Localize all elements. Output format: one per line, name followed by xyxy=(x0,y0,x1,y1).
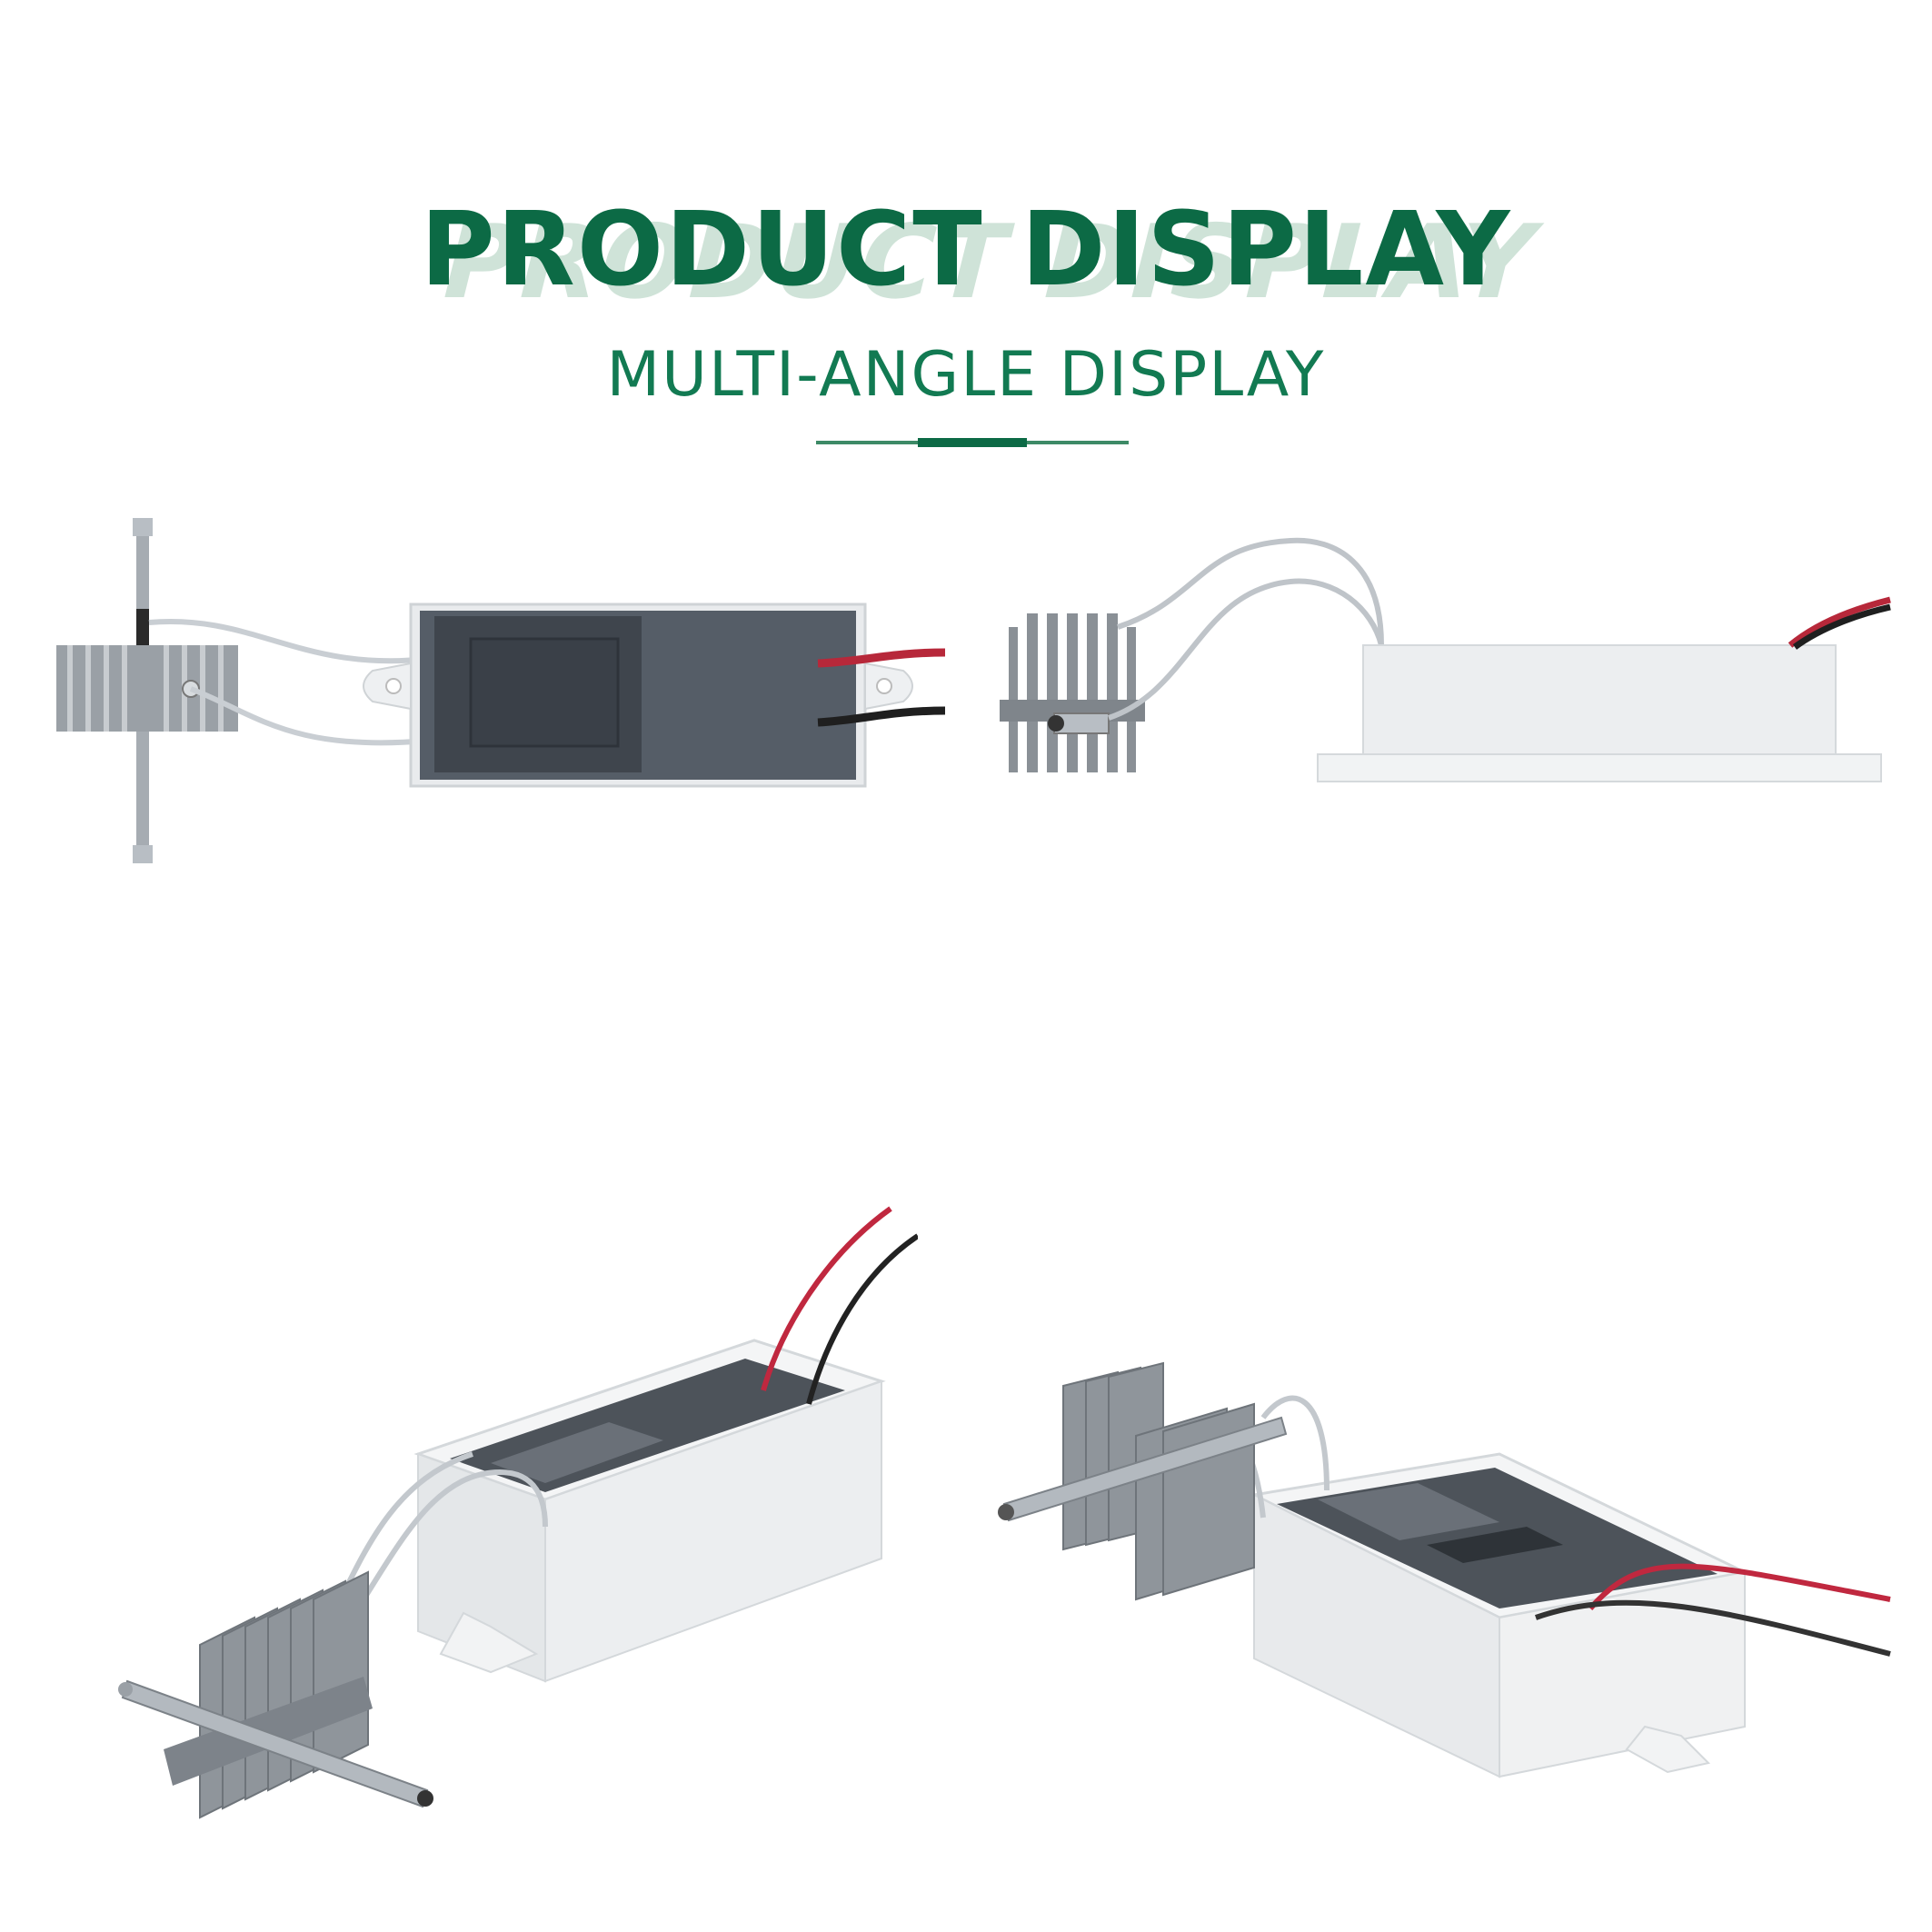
page-subtitle: MULTI-ANGLE DISPLAY xyxy=(606,339,1326,411)
divider-line-left xyxy=(816,441,918,444)
ozone-module-top-view-icon xyxy=(56,518,946,863)
product-image-angle-right-view xyxy=(991,1336,1899,1808)
divider-line-right xyxy=(1027,441,1129,444)
product-image-angle-left-view xyxy=(118,1200,918,1854)
ozone-module-angle-left-view-icon xyxy=(118,1206,918,1819)
divider-bar-center xyxy=(918,438,1027,447)
product-image-top-view xyxy=(45,509,954,872)
ozone-module-angle-right-view-icon xyxy=(998,1361,1891,1778)
product-image-side-view xyxy=(991,527,1899,800)
page-title: PRODUCT DISPLAY xyxy=(420,191,1512,309)
title-block: PRODUCT DISPLAY PRODUCT DISPLAY xyxy=(0,191,1932,322)
ozone-module-side-view-icon xyxy=(1000,537,1891,782)
